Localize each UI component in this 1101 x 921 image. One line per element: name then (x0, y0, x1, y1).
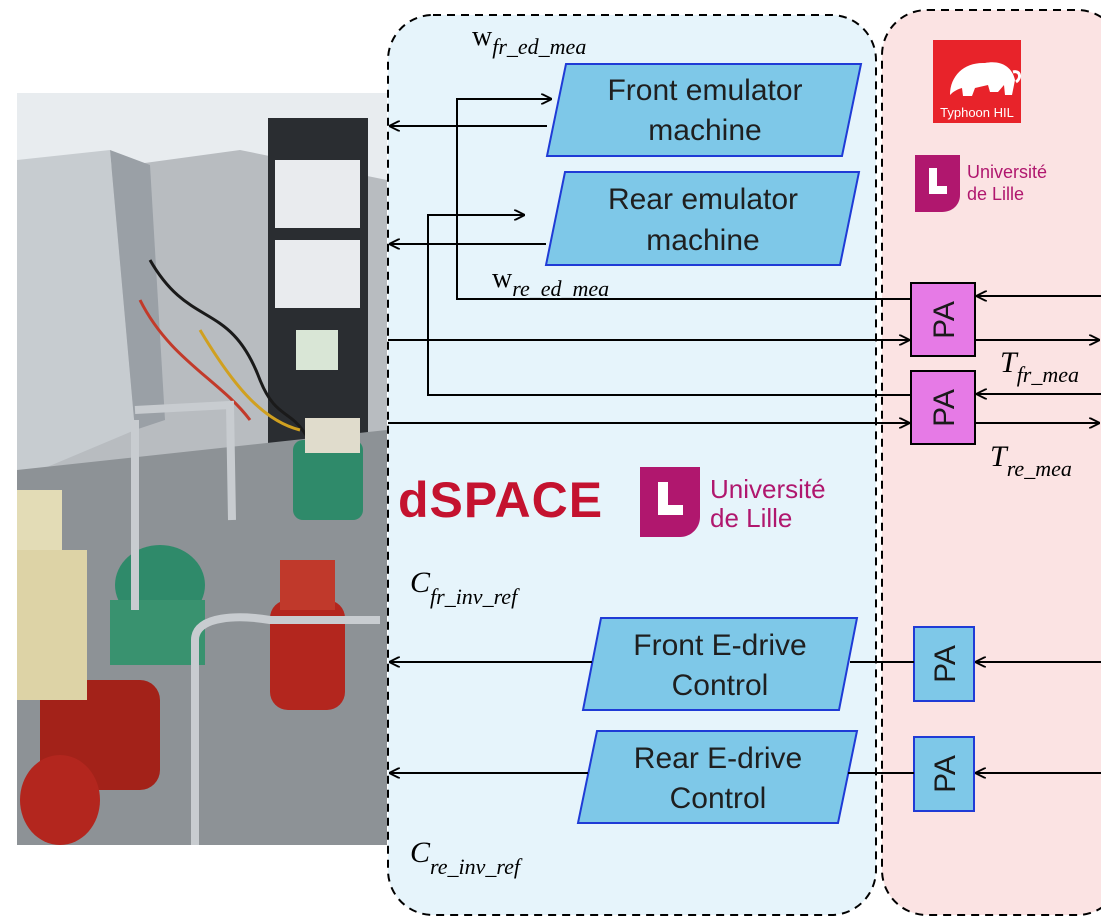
pa-block-1-label: PA (928, 301, 961, 339)
universite-lille-mid-line1: Université (710, 474, 826, 504)
front-emulator-line2: machine (648, 114, 761, 147)
dspace-logo: dSPACE (398, 472, 603, 528)
front-edrive-line2: Control (672, 669, 769, 702)
rear-edrive-line1: Rear E-drive (634, 742, 802, 775)
test-bench-photo (17, 93, 387, 845)
typhoon-hil-logo: Typhoon HIL (933, 40, 1022, 123)
signal-c-fr-inv-ref: Cfr_inv_ref (410, 566, 520, 609)
signal-t-re-mea: Tre_mea (990, 440, 1072, 481)
front-edrive-line1: Front E-drive (633, 629, 806, 662)
front-emulator-block: Front emulator machine (545, 63, 863, 157)
typhoon-hil-text: Typhoon HIL (940, 105, 1014, 120)
front-emulator-line1: Front emulator (607, 74, 802, 107)
pa-block-3-label: PA (929, 645, 962, 683)
pa-block-3: PA (913, 626, 975, 702)
pa-block-2: PA (910, 370, 976, 445)
rear-emulator-line1: Rear emulator (608, 183, 798, 216)
rear-edrive-block: Rear E-drive Control (576, 730, 859, 824)
signal-t-fr-mea: Tfr_mea (1000, 346, 1079, 387)
pa-block-4-label: PA (929, 755, 962, 793)
connection-lines (388, 99, 1101, 773)
universite-lille-top-line1: Université (967, 162, 1047, 182)
rear-edrive-line2: Control (670, 782, 767, 815)
universite-lille-top-line2: de Lille (967, 184, 1024, 204)
pa-block-1: PA (910, 282, 976, 357)
rear-emulator-line2: machine (646, 224, 759, 257)
signal-c-re-inv-ref: Cre_inv_ref (410, 836, 523, 879)
rear-emulator-block: Rear emulator machine (544, 171, 861, 266)
pa-block-2-label: PA (928, 389, 961, 427)
signal-w-fr-ed-mea: wfr_ed_mea (472, 21, 586, 59)
front-edrive-block: Front E-drive Control (581, 617, 859, 711)
signal-w-re-ed-mea: wre_ed_mea (492, 263, 609, 301)
universite-lille-logo-mid: Université de Lille (640, 467, 826, 537)
pa-block-4: PA (913, 736, 975, 812)
universite-lille-mid-line2: de Lille (710, 503, 792, 533)
universite-lille-logo-top: Université de Lille (915, 155, 1047, 212)
